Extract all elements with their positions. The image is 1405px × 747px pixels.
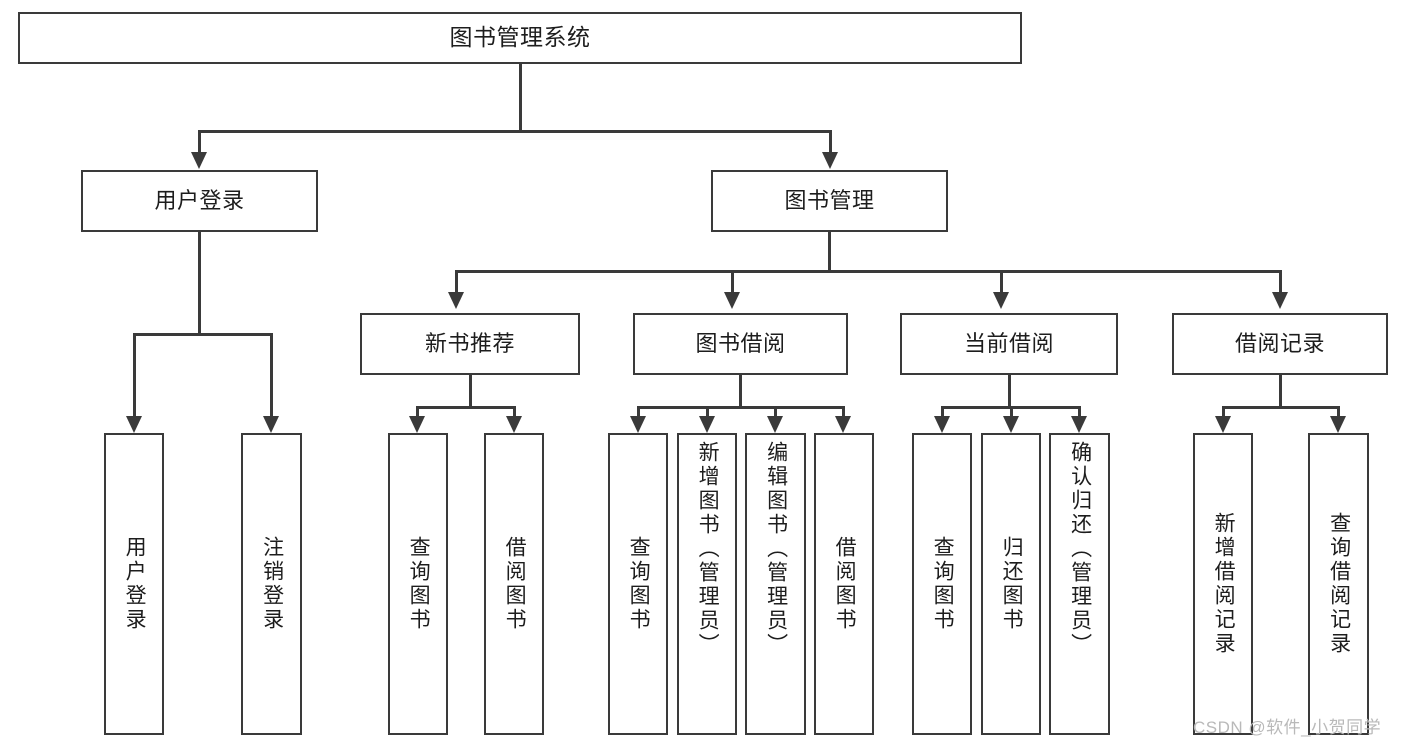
node-label: 借阅图书 — [503, 536, 527, 632]
connector-to-book-management — [829, 130, 832, 152]
node-user-login[interactable]: 用户登录 — [81, 170, 318, 232]
node-label: 确认归还（管理员） — [1068, 441, 1092, 657]
leaf-add-book[interactable]: 新增图书（管理员） — [677, 433, 737, 735]
connector-bb-drop-3 — [774, 406, 777, 416]
node-label: 借阅记录 — [1234, 331, 1325, 357]
node-current-borrow[interactable]: 当前借阅 — [900, 313, 1118, 375]
connector-bb-drop-4 — [842, 406, 845, 416]
node-label: 用户登录 — [154, 188, 245, 214]
connector-cb-drop-2 — [1010, 406, 1013, 416]
leaf-add-record[interactable]: 新增借阅记录 — [1193, 433, 1253, 735]
arrowhead-user-login — [191, 152, 207, 169]
arrowhead-leaf-query-book-2 — [630, 416, 646, 433]
leaf-borrow-book-1[interactable]: 借阅图书 — [484, 433, 544, 735]
arrowhead-leaf-query-record — [1330, 416, 1346, 433]
connector-current-borrow-stem — [1008, 375, 1011, 408]
connector-borrow-record-bus — [1222, 406, 1339, 409]
arrowhead-leaf-borrow-book-2 — [835, 416, 851, 433]
leaf-edit-book[interactable]: 编辑图书（管理员） — [745, 433, 806, 735]
connector-borrow-record-stem — [1279, 375, 1282, 408]
arrowhead-leaf-borrow-book-1 — [506, 416, 522, 433]
connector-cb-drop-1 — [941, 406, 944, 416]
node-label: 用户登录 — [123, 536, 147, 632]
node-book-management[interactable]: 图书管理 — [711, 170, 948, 232]
node-label: 图书借阅 — [695, 331, 786, 357]
node-label: 图书管理 — [784, 188, 875, 214]
node-borrow-record[interactable]: 借阅记录 — [1172, 313, 1388, 375]
connector-to-current-borrow — [1000, 270, 1003, 292]
node-label: 借阅图书 — [833, 536, 857, 632]
leaf-logout-login[interactable]: 注销登录 — [241, 433, 302, 735]
arrowhead-leaf-confirm-return — [1071, 416, 1087, 433]
connector-level3-bus — [455, 270, 1282, 273]
node-label: 新增图书（管理员） — [696, 441, 720, 657]
arrowhead-leaf-add-record — [1215, 416, 1231, 433]
leaf-user-login[interactable]: 用户登录 — [104, 433, 164, 735]
arrowhead-book-management — [822, 152, 838, 169]
connector-new-book-recommend-stem — [469, 375, 472, 408]
connector-to-new-book-recommend — [455, 270, 458, 292]
node-label: 查询图书 — [931, 536, 955, 632]
node-book-borrow[interactable]: 图书借阅 — [633, 313, 848, 375]
node-label: 查询借阅记录 — [1327, 512, 1351, 656]
node-label: 编辑图书（管理员） — [764, 441, 788, 657]
node-label: 查询图书 — [407, 536, 431, 632]
connector-bb-drop-1 — [637, 406, 640, 416]
node-label: 图书管理系统 — [449, 24, 591, 51]
arrowhead-leaf-edit-book — [767, 416, 783, 433]
connector-to-book-borrow — [731, 270, 734, 292]
connector-book-borrow-bus — [637, 406, 844, 409]
connector-new-book-recommend-bus — [416, 406, 515, 409]
arrowhead-leaf-logout-login — [263, 416, 279, 433]
node-label: 新书推荐 — [424, 331, 515, 357]
connector-user-login-drop-1 — [133, 333, 136, 416]
arrowhead-current-borrow — [993, 292, 1009, 309]
connector-user-login-drop-2 — [270, 333, 273, 416]
arrowhead-leaf-user-login — [126, 416, 142, 433]
connector-to-user-login — [198, 130, 201, 152]
node-label: 查询图书 — [627, 536, 651, 632]
leaf-query-record[interactable]: 查询借阅记录 — [1308, 433, 1369, 735]
node-label: 当前借阅 — [963, 331, 1054, 357]
arrowhead-leaf-query-book-3 — [934, 416, 950, 433]
arrowhead-leaf-query-book-1 — [409, 416, 425, 433]
connector-to-borrow-record — [1279, 270, 1282, 292]
node-root-book-management-system[interactable]: 图书管理系统 — [18, 12, 1022, 64]
node-label: 归还图书 — [1000, 536, 1024, 632]
arrowhead-leaf-return-book — [1003, 416, 1019, 433]
connector-nbr-drop-2 — [513, 406, 516, 416]
leaf-borrow-book-2[interactable]: 借阅图书 — [814, 433, 874, 735]
connector-br-drop-2 — [1337, 406, 1340, 416]
node-new-book-recommend[interactable]: 新书推荐 — [360, 313, 580, 375]
arrowhead-book-borrow — [724, 292, 740, 309]
node-label: 新增借阅记录 — [1212, 512, 1236, 656]
connector-nbr-drop-1 — [416, 406, 419, 416]
connector-root-stem — [519, 64, 522, 132]
leaf-confirm-return[interactable]: 确认归还（管理员） — [1049, 433, 1110, 735]
connector-user-login-stem — [198, 232, 201, 335]
connector-br-drop-1 — [1222, 406, 1225, 416]
arrowhead-borrow-record — [1272, 292, 1288, 309]
connector-bb-drop-2 — [706, 406, 709, 416]
connector-cb-drop-3 — [1078, 406, 1081, 416]
connector-book-borrow-stem — [739, 375, 742, 408]
arrowhead-leaf-add-book — [699, 416, 715, 433]
connector-user-login-bus — [133, 333, 272, 336]
connector-level2-bus — [198, 130, 831, 133]
leaf-return-book[interactable]: 归还图书 — [981, 433, 1041, 735]
node-label: 注销登录 — [260, 536, 284, 632]
leaf-query-book-1[interactable]: 查询图书 — [388, 433, 448, 735]
leaf-query-book-3[interactable]: 查询图书 — [912, 433, 972, 735]
arrowhead-new-book-recommend — [448, 292, 464, 309]
leaf-query-book-2[interactable]: 查询图书 — [608, 433, 668, 735]
connector-book-management-stem — [828, 232, 831, 272]
